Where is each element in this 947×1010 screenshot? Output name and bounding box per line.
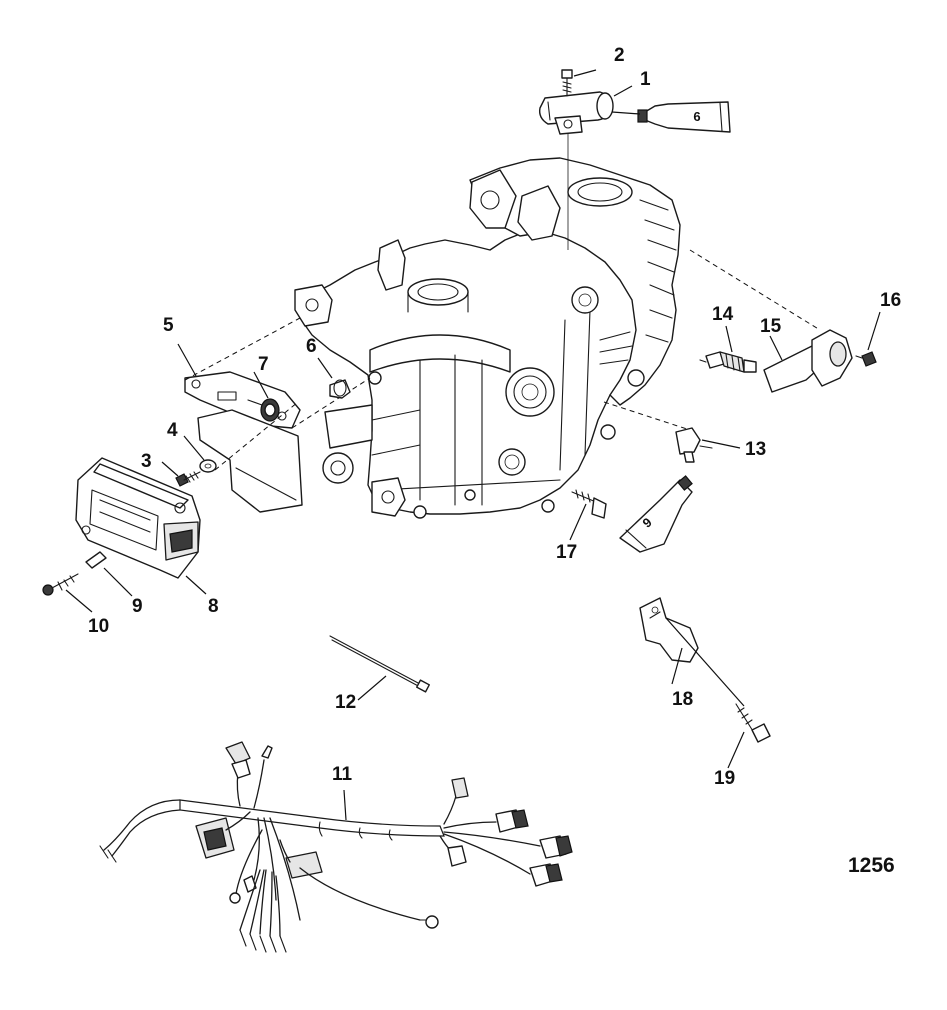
- grommet-7: [260, 398, 280, 422]
- callout-12: 12: [335, 692, 356, 713]
- top-tube-label: 6: [693, 109, 700, 124]
- callout-1: 1: [640, 69, 651, 90]
- callout-2: 2: [614, 45, 625, 66]
- spark-plug: [699, 351, 757, 373]
- engine-block: [294, 157, 681, 519]
- spark-plug-boot: [763, 329, 853, 393]
- bracket-plate: [184, 371, 303, 513]
- callout-11: 11: [332, 764, 353, 785]
- callout-13: 13: [745, 439, 766, 460]
- sensor-assembly: [538, 91, 614, 135]
- callout-16: 16: [880, 290, 901, 311]
- washer-4: [199, 459, 217, 473]
- callout-9: 9: [132, 596, 143, 617]
- wiring-harness: [99, 741, 573, 953]
- spacer-9: [85, 551, 107, 569]
- screw-16: [855, 351, 877, 367]
- callout-labels: 1 2 3 4 5 6 7 8 9 10 11 12 13 14 15 16 1…: [88, 45, 901, 789]
- callout-8: 8: [208, 596, 219, 617]
- callout-17: 17: [556, 542, 577, 563]
- callout-10: 10: [88, 616, 109, 637]
- cable-tie: [329, 635, 430, 693]
- callout-18: 18: [672, 689, 693, 710]
- sealant-tube-lower: 9: [619, 475, 693, 553]
- callout-6: 6: [306, 336, 317, 357]
- callout-7: 7: [258, 354, 269, 375]
- screw-3: [175, 471, 201, 487]
- screw-19: [735, 703, 771, 743]
- callout-15: 15: [760, 316, 782, 337]
- leader-lines: [65, 69, 881, 821]
- callout-4: 4: [167, 420, 178, 441]
- screw-10: [42, 573, 79, 596]
- sealant-tube-top: 6: [637, 101, 731, 133]
- clamp: [639, 597, 699, 663]
- screw-2: [561, 69, 573, 97]
- ignition-module: [75, 457, 201, 579]
- callout-19: 19: [714, 768, 735, 789]
- callout-3: 3: [141, 451, 152, 472]
- figure-number: 1256: [848, 854, 895, 877]
- temperature-sender: [675, 427, 713, 463]
- screw-17: [571, 489, 607, 519]
- callout-14: 14: [712, 304, 734, 325]
- callout-5: 5: [163, 315, 174, 336]
- grommet-6: [329, 379, 351, 399]
